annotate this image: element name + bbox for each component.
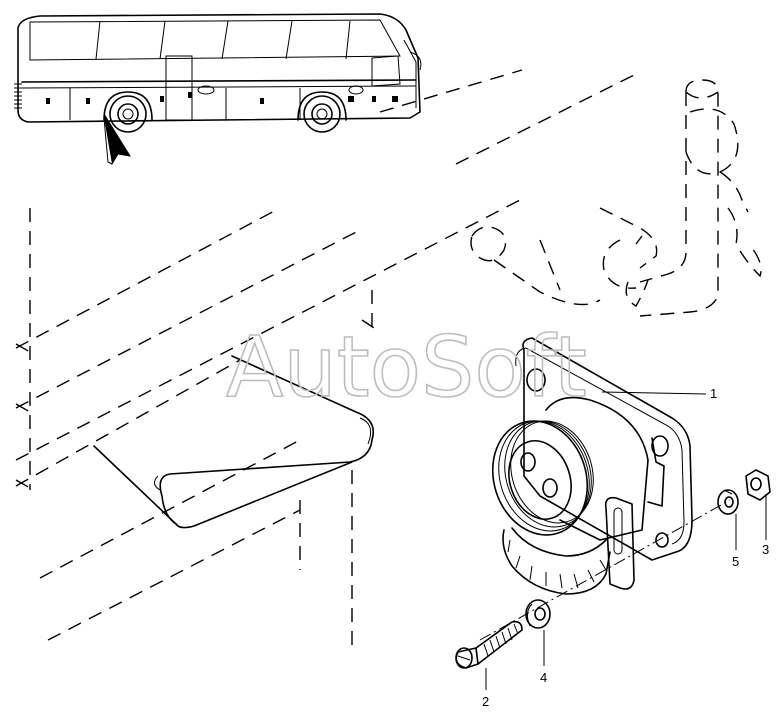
part-5-spring-washer: [717, 489, 739, 550]
flange-hole: [655, 532, 669, 548]
location-arrow-icon: [103, 113, 132, 166]
flange-hole: [526, 368, 546, 392]
flange-hole: [651, 435, 669, 457]
watermark-text: AutoSoft: [226, 318, 587, 416]
part-4-washer: [525, 599, 551, 666]
callout-label-4: 4: [540, 670, 547, 685]
mounting-panel: [93, 355, 375, 529]
socket-face: [491, 420, 594, 536]
leader-line-1: [601, 391, 707, 395]
part-1-socket-housing: [479, 337, 731, 641]
part-3-nut: [745, 469, 771, 540]
dashed-guide-lines: [15, 69, 641, 650]
callout-label-3: 3: [762, 542, 769, 557]
dashed-hose-assembly: [470, 79, 762, 317]
callout-label-1: 1: [710, 386, 717, 401]
bus-illustration: [14, 13, 422, 133]
callout-label-2: 2: [482, 694, 489, 709]
callout-label-5: 5: [732, 554, 739, 569]
part-2-screw: [455, 620, 523, 690]
